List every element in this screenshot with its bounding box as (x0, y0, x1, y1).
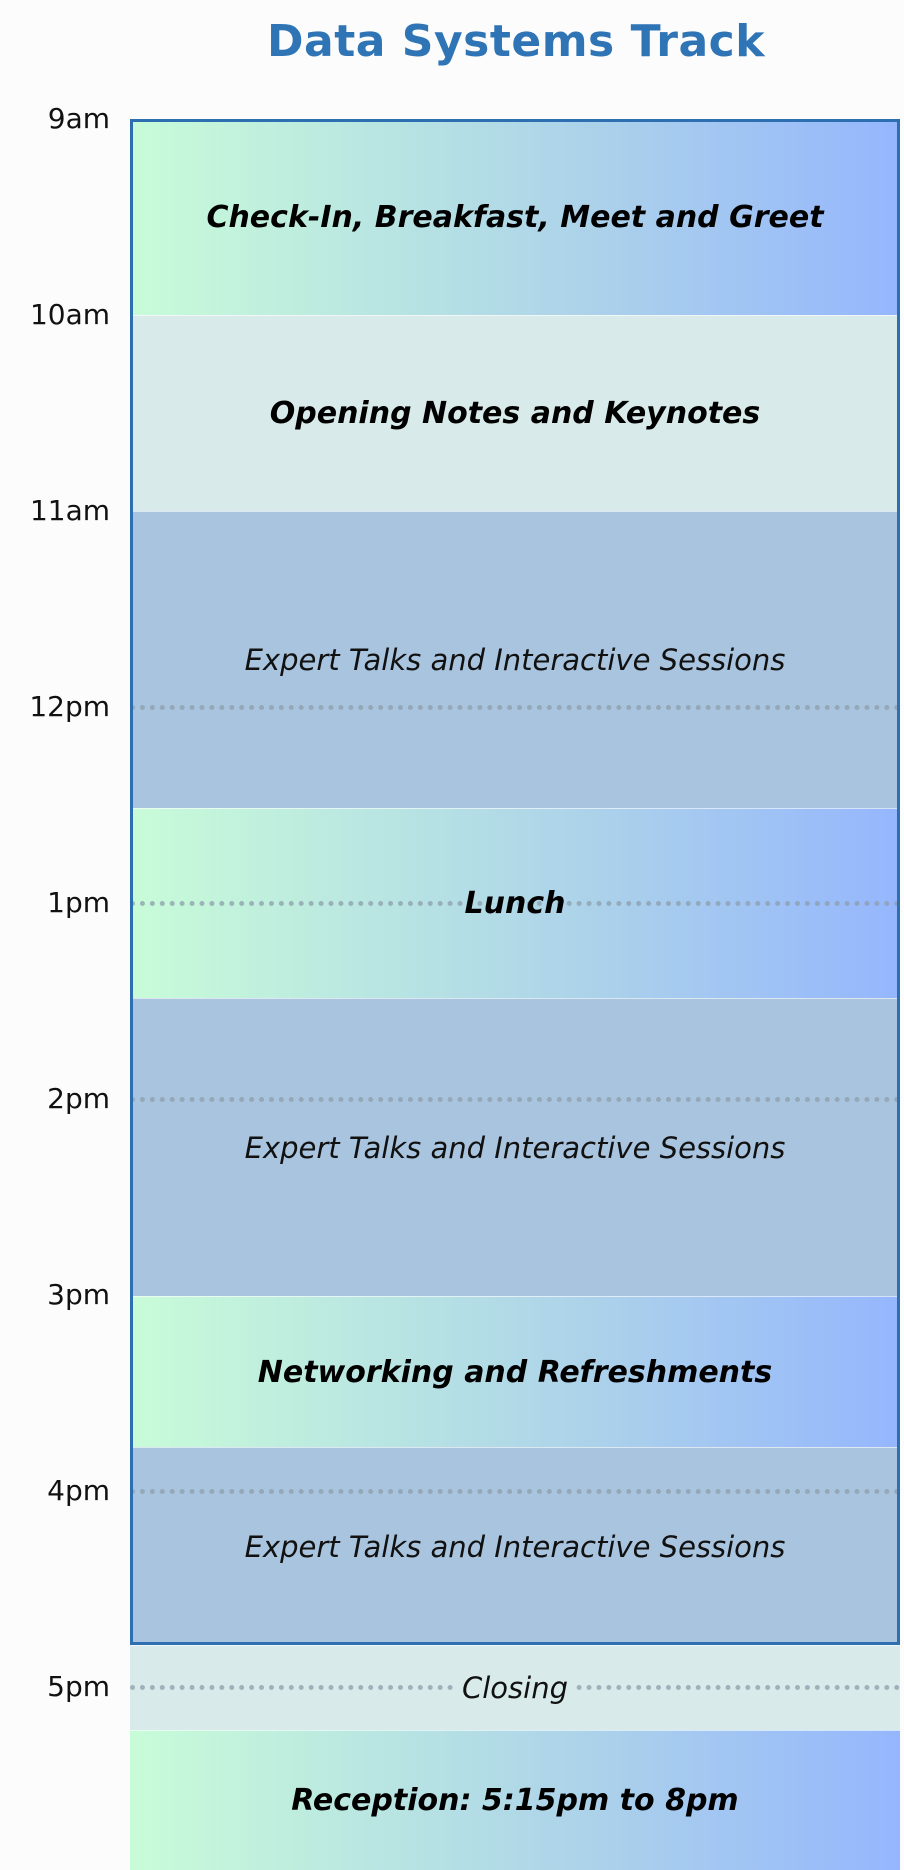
time-label-9am: 9am (47, 102, 110, 135)
time-label-10am: 10am (29, 298, 110, 331)
session-label: Expert Talks and Interactive Sessions (244, 1130, 786, 1165)
session-label: Closing (453, 1671, 576, 1705)
time-label-1pm: 1pm (47, 886, 110, 919)
page-title: Data Systems Track (267, 16, 765, 67)
session-label: Check-In, Breakfast, Meet and Greet (206, 200, 824, 235)
time-label-11am: 11am (29, 494, 110, 527)
hour-line-4pm (130, 1489, 900, 1494)
time-label-2pm: 2pm (47, 1082, 110, 1115)
hour-line-12pm (130, 705, 900, 710)
session-block-opening: Opening Notes and Keynotes (130, 315, 900, 511)
session-block-expert-talks-morning: Expert Talks and Interactive Sessions (130, 511, 900, 808)
session-label: Expert Talks and Interactive Sessions (244, 1529, 786, 1564)
session-block-expert-talks-afternoon: Expert Talks and Interactive Sessions (130, 998, 900, 1296)
session-label: Expert Talks and Interactive Sessions (244, 643, 786, 677)
session-label: Opening Notes and Keynotes (269, 396, 761, 431)
hour-line-1pm (130, 901, 900, 906)
session-label: Reception: 5:15pm to 8pm (291, 1783, 739, 1818)
session-block-checkin: Check-In, Breakfast, Meet and Greet (130, 119, 900, 315)
time-label-3pm: 3pm (47, 1278, 110, 1311)
time-label-12pm: 12pm (29, 690, 110, 723)
time-label-5pm: 5pm (47, 1670, 110, 1703)
session-label: Lunch (464, 886, 566, 921)
hour-line-2pm (130, 1097, 900, 1102)
session-block-networking: Networking and Refreshments (130, 1296, 900, 1447)
session-block-expert-talks-late: Expert Talks and Interactive Sessions (130, 1447, 900, 1645)
session-block-reception: Reception: 5:15pm to 8pm (130, 1730, 900, 1870)
time-label-4pm: 4pm (47, 1474, 110, 1507)
session-label: Networking and Refreshments (257, 1354, 773, 1390)
